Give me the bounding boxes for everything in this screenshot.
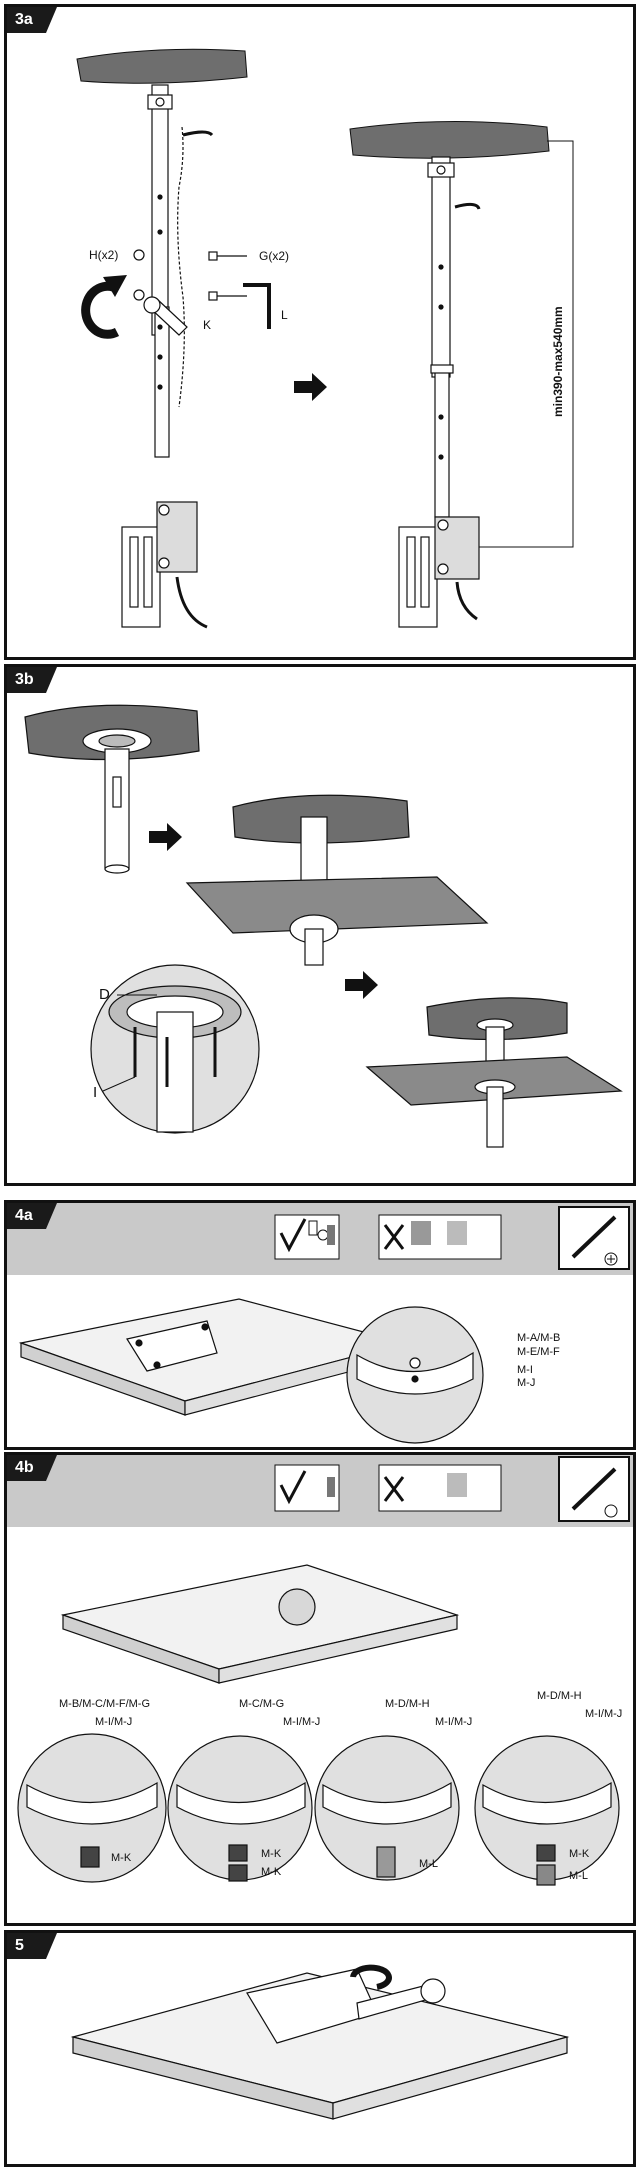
correct-hardware-box [274,1214,340,1260]
incorrect-hardware-box [378,1464,502,1512]
label-me-mf: M-E/M-F [517,1346,560,1358]
detail-zoom-circle [90,964,260,1134]
step-4a-panel: 4a [4,1200,636,1450]
label-d: D [99,986,110,1003]
circle-3-top-label: M-D/M-H [385,1698,430,1710]
dimension-line [479,140,574,548]
step-5-illustration [70,1964,570,2120]
ceiling-plate-right [349,120,550,159]
circle-1-mid-label: M-I/M-J [95,1716,132,1728]
step-4b-tab: 4b [7,1455,57,1481]
ceiling-mount-view-1 [24,704,200,874]
detail-circle-3 [314,1735,460,1881]
label-g: G(x2) [259,249,289,263]
arrow-right-icon [345,971,378,999]
tv-back-view [18,1298,408,1416]
wrench [356,1978,446,2020]
tv-back-view [60,1564,460,1684]
circle-2-mid-label: M-I/M-J [283,1716,320,1728]
circle-3-mid-label: M-I/M-J [435,1716,472,1728]
circle-2-top-label: M-C/M-G [239,1698,284,1710]
label-mj: M-J [517,1377,535,1389]
tv-back-view [70,1968,570,2120]
screwdriver-icon [571,1215,617,1259]
wall-bracket-right [398,516,480,628]
step-4a-tab: 4a [7,1203,57,1229]
check-icon [279,1218,307,1253]
ceiling-mount-view-2 [185,794,489,966]
circle-1-bottom-label: M-K [111,1852,132,1864]
rotate-arrow-head [103,275,127,297]
circle-4-mid-label: M-I/M-J [585,1708,622,1720]
ceiling-plate-left [76,48,248,84]
check-icon [279,1470,307,1505]
circle-3-bottom-label: M-L [419,1858,438,1870]
label-k: K [203,318,211,332]
detail-circle-1 [17,1733,167,1883]
label-mi: M-I [517,1364,533,1376]
cross-icon [383,1224,405,1250]
circle-4-bottom-label-2: M-L [569,1870,588,1882]
step-3b-panel: 3b [4,664,636,1186]
circle-2-bottom-label-2: M-K [261,1866,282,1878]
circle-4-top-label: M-D/M-H [537,1690,582,1702]
step-4a-illustration: M-A/M-B M-E/M-F M-I M-J [18,1206,630,1444]
tool-box [558,1206,630,1270]
pole-right [427,156,481,518]
step-5-panel: 5 [4,1930,636,2167]
step-3a-panel: 3a [4,4,636,660]
cross-icon [383,1476,405,1502]
wall-bracket-left [121,501,208,629]
circle-1-top-label: M-B/M-C/M-F/M-G [59,1698,150,1710]
label-range: min390-max540mm [551,306,565,417]
detail-circle-4 [474,1735,620,1886]
step-4b-panel: 4b [4,1452,636,1926]
ceiling-mount-view-3 [365,997,623,1148]
step-3a-tab: 3a [7,7,57,33]
arrow-right-icon [149,823,182,851]
incorrect-hardware-box [378,1214,502,1260]
circle-2-bottom-label-1: M-K [261,1848,282,1860]
step-4b-illustration: M-B/M-C/M-F/M-G M-I/M-J M-K M-C/M-G M-I/… [17,1456,630,1886]
label-l: L [281,308,288,322]
label-i: I [93,1084,97,1101]
rotate-arrow-icon [81,281,120,339]
detail-circle-2 [167,1735,313,1882]
label-h: H(x2) [89,248,118,262]
label-ma-mb: M-A/M-B [517,1332,560,1344]
detail-zoom-circle [346,1306,484,1444]
correct-hardware-box [274,1464,340,1512]
leader-i [102,1076,136,1092]
circle-4-bottom-label-1: M-K [569,1848,590,1860]
hardware-parts [133,249,271,336]
screwdriver-icon [571,1467,617,1511]
arrow-right-icon [294,373,327,401]
pole-left [147,84,214,458]
step-3a-illustration: H(x2) G(x2) K L min390-max540mm [76,48,574,629]
step-3b-illustration: D I [24,704,623,1148]
rotate-arrow-icon [350,1964,392,1990]
tool-box [558,1456,630,1522]
